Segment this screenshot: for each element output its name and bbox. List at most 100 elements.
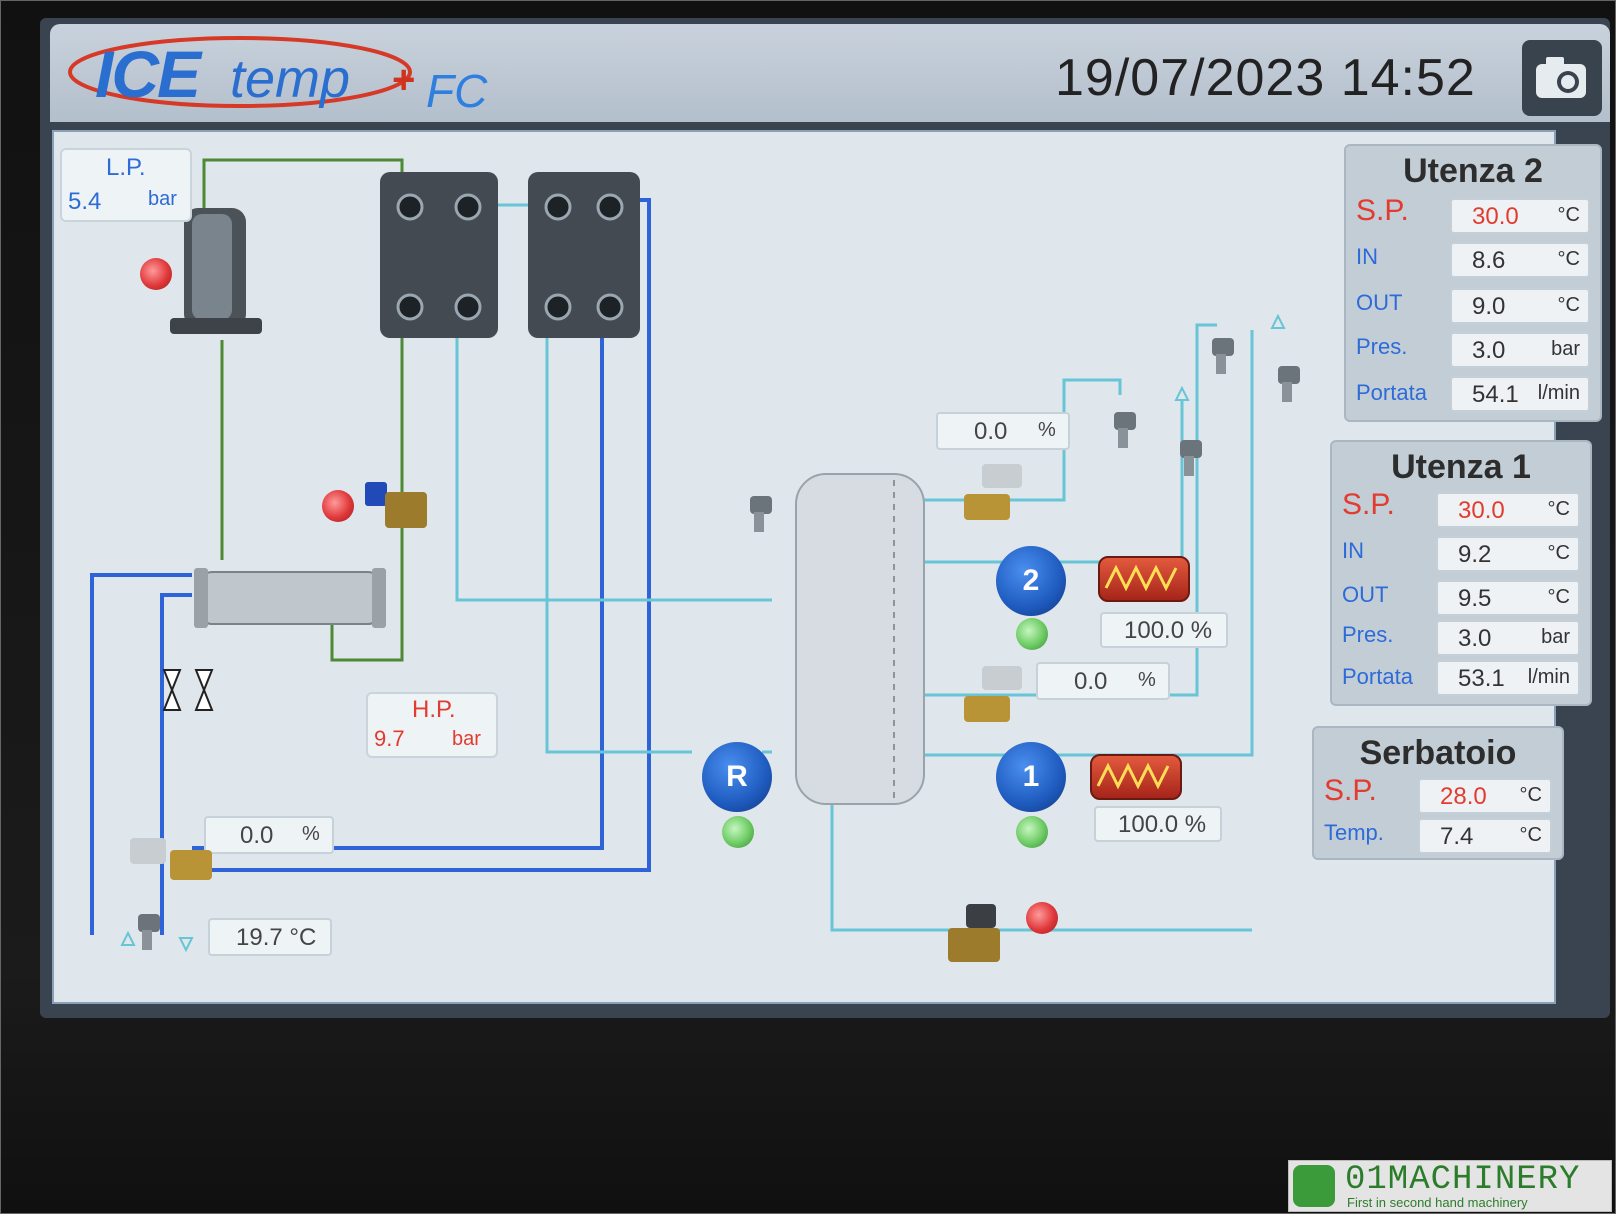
utenza2-sp-value: 30.0 bbox=[1472, 203, 1519, 230]
utenza1-sp-label: S.P. bbox=[1342, 488, 1395, 521]
utenza2-sp-label: S.P. bbox=[1356, 194, 1409, 227]
utenza2-in-value: 8.6 bbox=[1472, 247, 1506, 274]
serbatoio-temp-label: Temp. bbox=[1324, 820, 1384, 845]
utenza2-pres-value: 3.0 bbox=[1472, 337, 1506, 364]
utenza1-portata-label: Portata bbox=[1342, 664, 1413, 689]
valve-top-value: 0.0 bbox=[974, 418, 1008, 445]
valve-left-readout: 0.0 % bbox=[204, 816, 334, 854]
sensor-out1-icon bbox=[1212, 338, 1234, 374]
utenza1-in-field: 9.2 °C bbox=[1436, 536, 1580, 572]
watermark-title: 01MACHINERY bbox=[1345, 1161, 1581, 1199]
pump-2[interactable]: 2 bbox=[996, 546, 1066, 616]
valve-left-value: 0.0 bbox=[240, 822, 274, 849]
watermark-badge: 01MACHINERY First in second hand machine… bbox=[1288, 1160, 1612, 1212]
utenza1-in-value: 9.2 bbox=[1458, 541, 1492, 568]
utenza2-out-field: 9.0 °C bbox=[1450, 288, 1590, 324]
compressor-status-led bbox=[140, 258, 172, 290]
serbatoio-temp-value: 7.4 bbox=[1440, 823, 1474, 850]
utenza1-out-label: OUT bbox=[1342, 582, 1389, 607]
utenza2-out-value: 9.0 bbox=[1472, 293, 1506, 320]
hp-unit: bar bbox=[452, 728, 481, 750]
screenshot-button[interactable] bbox=[1522, 40, 1602, 116]
drain-status-led bbox=[1026, 902, 1058, 934]
sensor-tank-icon bbox=[750, 496, 772, 532]
utenza2-panel: Utenza 2 S.P. 30.0°C IN 8.6°C OUT 9.0°C … bbox=[1344, 144, 1602, 422]
serbatoio-sp-unit: °C bbox=[1519, 784, 1542, 806]
utenza2-portata-label: Portata bbox=[1356, 380, 1427, 405]
sensor-in1-icon bbox=[1278, 366, 1300, 402]
utenza1-out-unit: °C bbox=[1547, 586, 1570, 608]
utenza1-panel: Utenza 1 S.P. 30.0°C IN 9.2°C OUT 9.5°C … bbox=[1330, 440, 1592, 706]
utenza1-pres-label: Pres. bbox=[1342, 622, 1394, 647]
logo-temp: temp bbox=[230, 49, 351, 109]
lp-value: 5.4 bbox=[68, 188, 102, 215]
pump-r-status-led bbox=[722, 816, 754, 848]
pump-1[interactable]: 1 bbox=[996, 742, 1066, 812]
lp-label: L.P. bbox=[106, 154, 146, 181]
logo-ice: ICE bbox=[95, 37, 201, 111]
serbatoio-sp-value: 28.0 bbox=[1440, 783, 1487, 810]
valve-left-unit: % bbox=[302, 823, 320, 845]
utenza1-title: Utenza 1 bbox=[1391, 448, 1531, 486]
utenza2-sp-field[interactable]: 30.0 °C bbox=[1450, 198, 1590, 234]
utenza1-sp-value: 30.0 bbox=[1458, 497, 1505, 524]
temp-left-value: 19.7 °C bbox=[236, 924, 317, 951]
drain-solenoid-valve-icon bbox=[948, 904, 1000, 962]
utenza2-portata-unit: l/min bbox=[1537, 382, 1580, 404]
serbatoio-sp-field[interactable]: 28.0 °C bbox=[1418, 778, 1552, 814]
utenza2-out-label: OUT bbox=[1356, 290, 1403, 315]
heater-coil-icon bbox=[1104, 564, 1178, 592]
utenza2-sp-unit: °C bbox=[1557, 204, 1580, 226]
utenza1-in-label: IN bbox=[1342, 538, 1364, 563]
valve-top-unit: % bbox=[1038, 419, 1056, 441]
utenza2-in-field: 8.6 °C bbox=[1450, 242, 1590, 278]
logo-swoosh bbox=[68, 36, 412, 108]
utenza2-out-unit: °C bbox=[1557, 294, 1580, 316]
expansion-valves bbox=[162, 669, 214, 711]
serbatoio-title: Serbatoio bbox=[1359, 734, 1517, 772]
storage-tank bbox=[795, 473, 925, 805]
logo-fc: FC bbox=[426, 65, 488, 117]
serbatoio-panel: Serbatoio S.P. 28.0 °C Temp. 7.4 °C bbox=[1312, 726, 1564, 860]
utenza2-in-label: IN bbox=[1356, 244, 1378, 269]
temp-left-readout: 19.7 °C bbox=[208, 918, 332, 956]
utenza1-out-value: 9.5 bbox=[1458, 585, 1492, 612]
heater-1 bbox=[1090, 754, 1182, 800]
camera-icon bbox=[1536, 57, 1586, 98]
hp-readout: H.P. 9.7 bar bbox=[366, 692, 498, 758]
heater-coil-icon bbox=[1096, 762, 1170, 790]
lp-unit: bar bbox=[148, 188, 177, 210]
compressor bbox=[170, 208, 262, 334]
utenza1-in-unit: °C bbox=[1547, 542, 1570, 564]
utenza2-title: Utenza 2 bbox=[1403, 152, 1543, 190]
watermark-subtitle: First in second hand machinery bbox=[1347, 1195, 1528, 1210]
heater-1-pct-value: 100.0 % bbox=[1118, 811, 1207, 838]
hp-value: 9.7 bbox=[374, 726, 405, 751]
utenza2-pres-unit: bar bbox=[1551, 338, 1580, 360]
solenoid-status-led bbox=[322, 490, 354, 522]
utenza1-sp-unit: °C bbox=[1547, 498, 1570, 520]
pump-r[interactable]: R bbox=[702, 742, 772, 812]
utenza1-sp-field[interactable]: 30.0 °C bbox=[1436, 492, 1580, 528]
hp-label: H.P. bbox=[412, 696, 456, 723]
three-way-valve-mid-icon bbox=[964, 666, 1022, 722]
utenza1-pres-unit: bar bbox=[1541, 626, 1570, 648]
utenza2-in-unit: °C bbox=[1557, 248, 1580, 270]
valve-mid-readout: 0.0 % bbox=[1036, 662, 1170, 700]
pump-1-status-led bbox=[1016, 816, 1048, 848]
valve-top-readout: 0.0 % bbox=[936, 412, 1070, 450]
condenser bbox=[194, 568, 386, 628]
utenza2-pres-label: Pres. bbox=[1356, 334, 1408, 359]
utenza1-portata-unit: l/min bbox=[1527, 666, 1570, 688]
sensor-out2-icon bbox=[1114, 412, 1136, 448]
plate-heat-exchangers bbox=[380, 172, 640, 338]
heater-1-pct: 100.0 % bbox=[1094, 806, 1222, 842]
utenza2-portata-value: 54.1 bbox=[1472, 381, 1519, 408]
watermark-logo-icon bbox=[1293, 1165, 1335, 1207]
valve-mid-value: 0.0 bbox=[1074, 668, 1108, 695]
serbatoio-sp-label: S.P. bbox=[1324, 774, 1377, 807]
logo-plus: + bbox=[392, 58, 416, 102]
serbatoio-temp-unit: °C bbox=[1519, 824, 1542, 846]
